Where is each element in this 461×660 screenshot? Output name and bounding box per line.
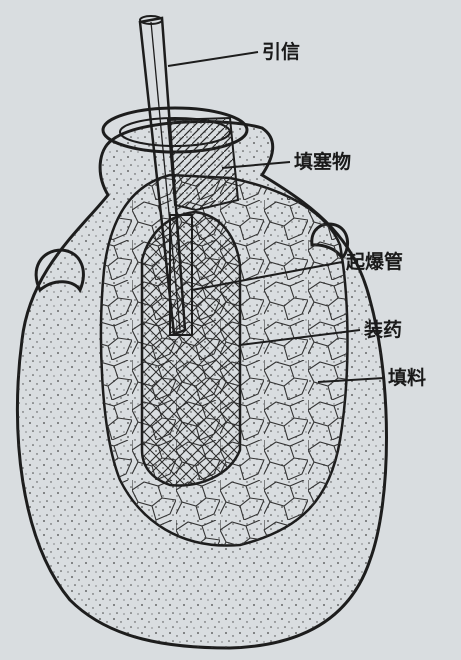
label-charge: 装药 <box>363 318 402 341</box>
label-filler: 填料 <box>388 366 426 389</box>
label-fuse: 引信 <box>262 40 300 63</box>
leader-fuse <box>168 52 258 66</box>
label-plug: 填塞物 <box>294 150 351 173</box>
label-detonator: 起爆管 <box>345 250 403 273</box>
